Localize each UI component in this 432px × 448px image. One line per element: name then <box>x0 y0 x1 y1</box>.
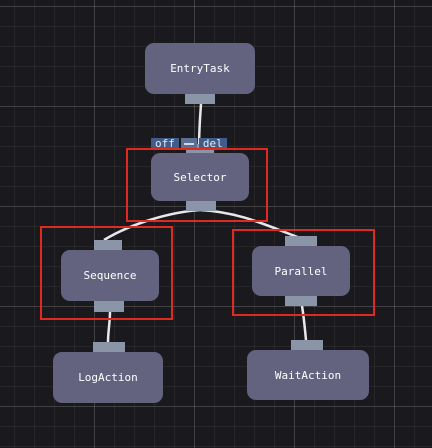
edge-parallel-waitaction <box>300 305 308 341</box>
parallel-node[interactable]: Parallel <box>252 246 350 296</box>
logaction-label: LogAction <box>78 371 138 384</box>
sequence-input-port[interactable] <box>94 240 122 250</box>
edge-selector-sequence <box>103 208 201 242</box>
entry-task-label: EntryTask <box>170 62 230 75</box>
delete-button[interactable]: del <box>198 138 227 150</box>
sequence-label: Sequence <box>83 269 137 282</box>
waitaction-node[interactable]: WaitAction <box>247 350 369 400</box>
logaction-input-port[interactable] <box>93 342 125 352</box>
sequence-node[interactable]: Sequence <box>61 250 159 301</box>
edge-sequence-logaction <box>106 311 112 343</box>
parallel-output-port[interactable] <box>285 296 317 306</box>
sequence-output-port[interactable] <box>94 301 124 312</box>
logaction-node[interactable]: LogAction <box>53 352 163 403</box>
selector-label: Selector <box>173 170 227 184</box>
selector-node[interactable]: Selector <box>151 153 249 201</box>
entry-task-node[interactable]: EntryTask <box>145 43 255 94</box>
selector-node-toolbar: off del <box>151 138 227 150</box>
edge-selector-parallel <box>199 208 301 240</box>
toggle-off-button[interactable]: off <box>151 138 179 150</box>
drag-handle-icon[interactable] <box>180 138 197 150</box>
parallel-input-port[interactable] <box>285 236 317 246</box>
selector-output-port[interactable] <box>186 201 216 211</box>
waitaction-label: WaitAction <box>274 368 342 382</box>
waitaction-input-port[interactable] <box>291 340 323 350</box>
parallel-label: Parallel <box>274 264 328 278</box>
entry-task-output-port[interactable] <box>185 94 215 104</box>
